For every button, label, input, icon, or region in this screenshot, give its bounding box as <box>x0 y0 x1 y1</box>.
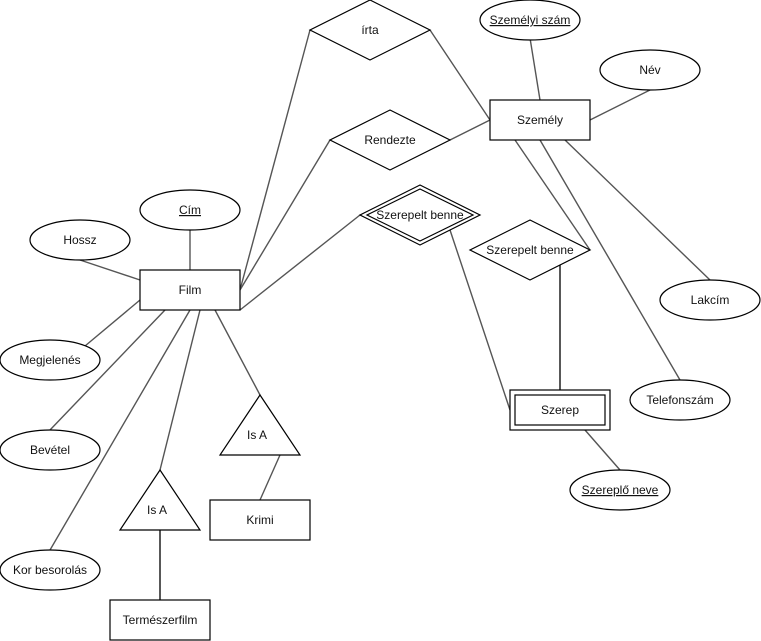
attribute-label: Cím <box>179 203 201 217</box>
attribute-lakcim[interactable]: Lakcím <box>659 279 761 321</box>
attribute-label: Kor besorolás <box>13 563 87 577</box>
relationship-rendezte[interactable]: Rendezte <box>328 109 452 171</box>
edge-rendezte-szemely <box>449 119 491 141</box>
entity-label: Szerep <box>541 403 579 417</box>
attribute-telefonszam[interactable]: Telefonszám <box>629 379 731 421</box>
edge-szemely-szerepelt2 <box>514 139 591 251</box>
isa-label: Is A <box>147 503 167 517</box>
entity-szerep-weak[interactable]: Szerep <box>509 389 611 431</box>
entity-label: Természerfilm <box>123 613 198 627</box>
entity-film[interactable]: Film <box>139 269 241 311</box>
connectors <box>49 29 711 600</box>
edge-film-isa-termeszet <box>159 309 201 471</box>
edge-szerepelt1-szerep <box>449 229 511 411</box>
edge-irta-szemely <box>429 29 491 121</box>
edge-film-bevetel <box>49 309 166 431</box>
entity-label: Film <box>179 283 202 297</box>
attribute-szereplo-neve[interactable]: Szereplő neve <box>569 469 671 511</box>
relationship-irta[interactable]: írta <box>308 0 432 61</box>
isa-label: Is A <box>247 428 267 442</box>
edge-szerep-szereplo <box>584 429 621 471</box>
attribute-label: Telefonszám <box>646 393 713 407</box>
relationship-label: Szerepelt benne <box>376 208 464 222</box>
attribute-szemelyi-szam[interactable]: Személyi szám <box>479 0 581 41</box>
attribute-label: Lakcím <box>691 293 730 307</box>
attribute-label: Megjelenés <box>19 353 80 367</box>
relationship-szerepelt-identifying[interactable]: Szerepelt benne <box>358 184 482 246</box>
edge-isa-krimi <box>259 454 281 501</box>
attribute-kor-besorolas[interactable]: Kor besorolás <box>0 549 101 591</box>
attribute-label: Hossz <box>63 233 96 247</box>
relationship-label: Rendezte <box>364 133 416 147</box>
attribute-cim[interactable]: Cím <box>139 189 241 231</box>
edge-film-kor <box>49 309 191 551</box>
entity-szemely[interactable]: Személy <box>489 99 591 141</box>
attribute-nev[interactable]: Név <box>599 49 701 91</box>
isa-termeszetfilm[interactable]: Is A <box>118 468 202 531</box>
entity-krimi[interactable]: Krimi <box>209 499 311 541</box>
attribute-bevetel[interactable]: Bevétel <box>0 429 101 471</box>
edge-film-megjelenes <box>84 299 141 347</box>
relationship-label: írta <box>361 23 379 37</box>
edge-film-rendezte <box>239 139 331 291</box>
attribute-hossz[interactable]: Hossz <box>29 219 131 261</box>
entity-label: Krimi <box>246 513 273 527</box>
isa-krimi[interactable]: Is A <box>218 393 302 456</box>
attribute-label: Bevétel <box>30 443 70 457</box>
attribute-label: Név <box>639 63 660 77</box>
edge-szemely-telefon <box>539 139 681 381</box>
edge-szemely-nev <box>589 89 651 121</box>
relationship-szerepelt[interactable]: Szerepelt benne <box>468 219 592 281</box>
relationship-label: Szerepelt benne <box>486 243 574 257</box>
edge-film-isa-krimi <box>214 309 261 396</box>
entity-label: Személy <box>517 113 563 127</box>
edge-film-irta <box>239 29 311 291</box>
edge-film-hossz <box>79 259 141 281</box>
edge-szemely-lakcim <box>564 139 711 281</box>
entity-termeszetfilm[interactable]: Természerfilm <box>109 599 211 641</box>
attribute-label: Személyi szám <box>490 13 571 27</box>
edge-szemely-szemelyi <box>529 37 541 101</box>
attribute-label: Szereplő neve <box>582 483 659 497</box>
edge-film-szerepelt1 <box>239 214 361 311</box>
attribute-megjelenes[interactable]: Megjelenés <box>0 339 101 381</box>
